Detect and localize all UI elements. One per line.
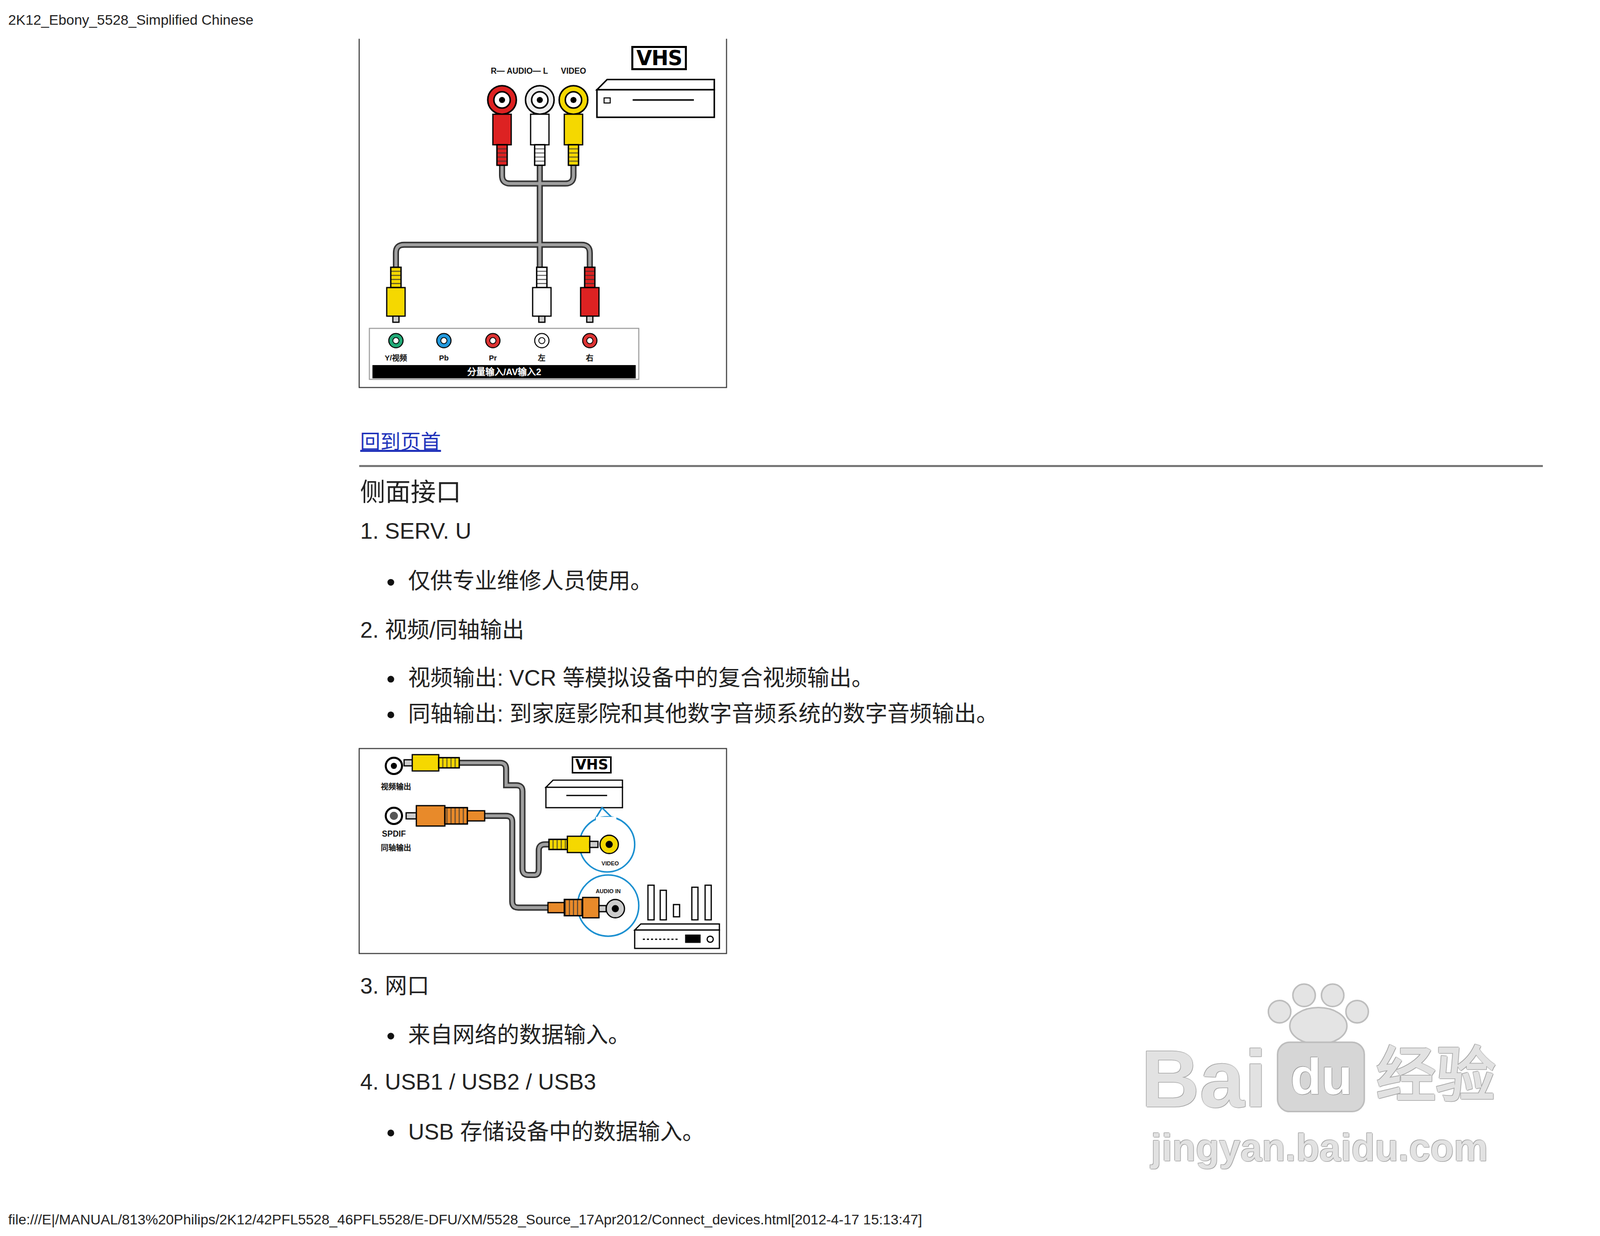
item-heading: 4. USB1 / USB2 / USB3 [360, 1069, 596, 1096]
back-to-top-link: 回到页首 [360, 430, 441, 454]
vcr-device [596, 79, 715, 118]
vcr-device [545, 780, 623, 809]
jack-label: VIDEO [601, 860, 619, 868]
bullet-text: 同轴输出: 到家庭影院和其他数字音频系统的数字音频输出。 [408, 701, 998, 728]
jack-label: R— AUDIO— L [490, 66, 548, 76]
jack-callouts [577, 808, 639, 937]
jack-label: 右 [585, 353, 594, 363]
vcr-output-jacks [487, 85, 588, 115]
page-footer: file:///E|/MANUAL/813%20Philips/2K12/42P… [8, 1212, 923, 1229]
section-title: 侧面接口 [360, 478, 462, 508]
rca-plugs-bottom [386, 267, 599, 323]
jack-label: Y/视频 [384, 353, 408, 363]
watermark: du [1290, 1047, 1353, 1107]
device-plugs [547, 836, 607, 919]
jack-label: Pr [488, 353, 497, 363]
vhs-logo: VHS [631, 45, 687, 71]
home-theatre [634, 885, 720, 949]
item-heading: 2. 视频/同轴输出 [360, 617, 525, 644]
jack-label: 视频输出 [380, 782, 412, 791]
item-heading: 3. 网口 [360, 973, 430, 1000]
jack-label: 同轴输出 [380, 843, 412, 853]
output-plugs [404, 755, 485, 827]
vhs-logo: VHS [571, 756, 612, 774]
page-header: 2K12_Ebony_5528_Simplified Chinese [8, 12, 254, 29]
bullet-text: USB 存储设备中的数据输入。 [408, 1119, 705, 1146]
bullet-text: 视频输出: VCR 等模拟设备中的复合视频输出。 [408, 665, 874, 692]
rca-plugs-top [492, 114, 583, 166]
jack-label: Pb [438, 353, 449, 363]
figure-av-connection [359, 38, 727, 388]
bullet-text: 来自网络的数据输入。 [408, 1022, 631, 1049]
bullet-dots [387, 579, 394, 1137]
tv-input-panel [369, 328, 639, 380]
watermark: jingyan.baidu.com [1151, 1125, 1488, 1170]
section-rule [359, 465, 1543, 468]
panel-band-label: 分量输入/AV输入2 [467, 367, 542, 378]
av-cable [395, 163, 590, 268]
jack-label: 左 [537, 353, 546, 363]
watermark: Bai [1141, 1032, 1268, 1126]
bullet-text: 仅供专业维修人员使用。 [408, 568, 653, 595]
watermark-paw [1268, 984, 1369, 1112]
figure-side-output [359, 748, 727, 955]
watermark: 经验 [1376, 1041, 1496, 1111]
output-cables [459, 763, 552, 909]
jack-label: SPDIF [381, 829, 406, 839]
jack-label: AUDIO IN [595, 888, 621, 895]
jack-label: VIDEO [561, 66, 587, 76]
item-heading: 1. SERV. U [360, 518, 472, 545]
